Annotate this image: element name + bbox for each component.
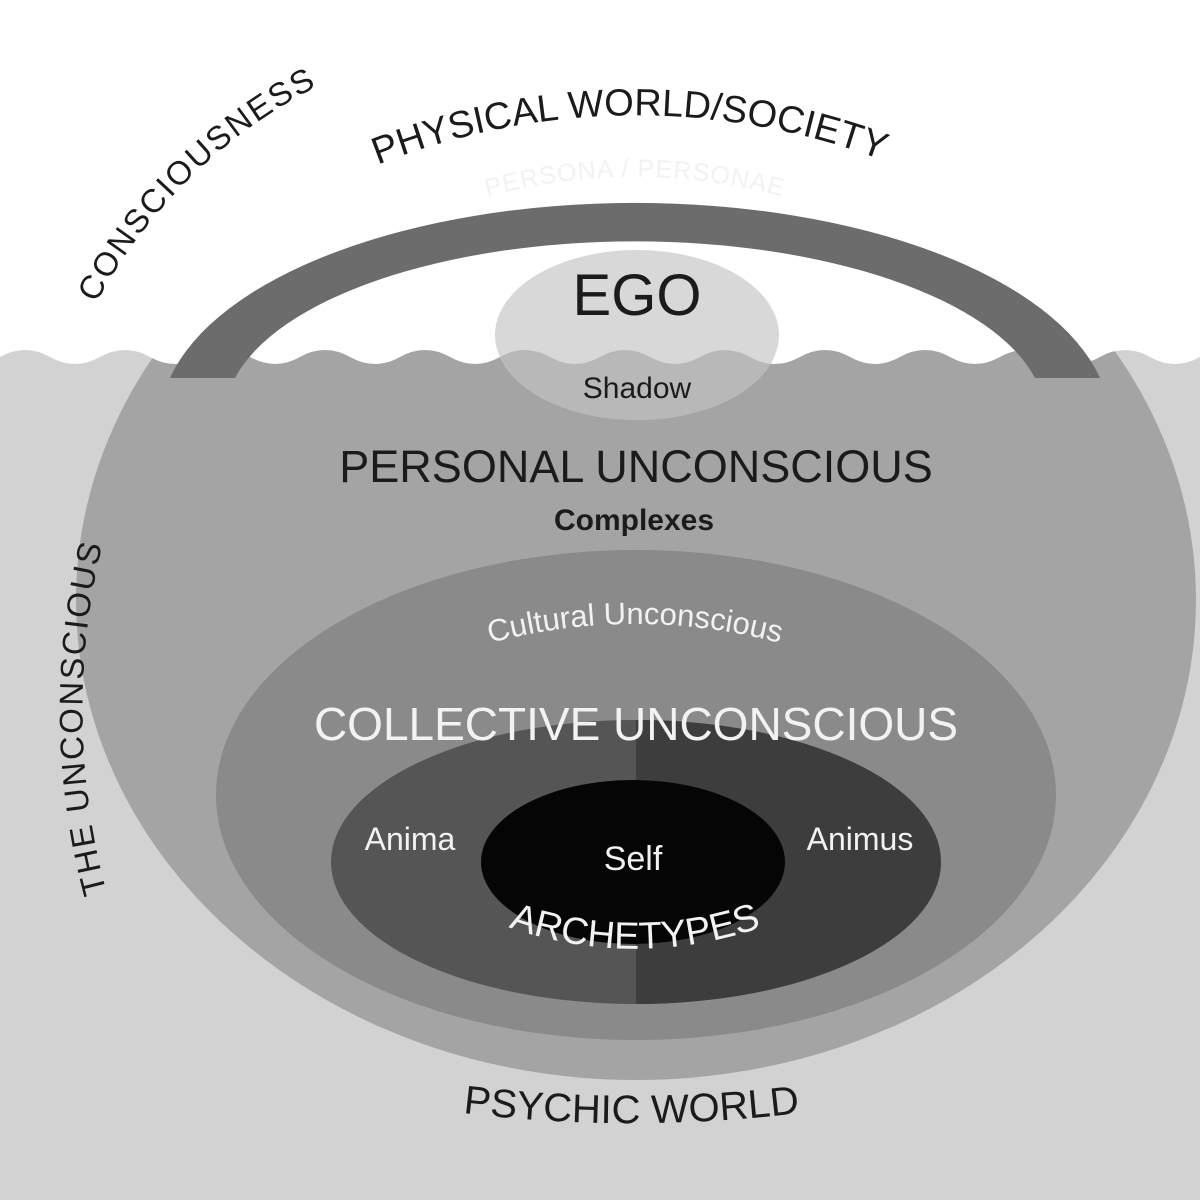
anima-label: Anima — [365, 821, 456, 857]
self-region — [481, 780, 785, 944]
shadow-label: Shadow — [583, 372, 692, 405]
collective-unconscious-right — [636, 720, 941, 1004]
shadow-region — [495, 350, 779, 420]
complexes-label: Complexes — [554, 504, 714, 537]
consciousness-label: CONSCIOUSNESS — [70, 59, 322, 307]
persona-label: PERSONA / PERSONAE — [482, 155, 788, 203]
personal-unconscious-label: PERSONAL UNCONSCIOUS — [339, 441, 932, 492]
collective-unconscious-label: COLLECTIVE UNCONSCIOUS — [314, 698, 958, 750]
persona-arc — [170, 202, 1100, 378]
ego-label: EGO — [573, 263, 702, 328]
animus-label: Animus — [807, 821, 914, 857]
self-label: Self — [604, 840, 663, 878]
